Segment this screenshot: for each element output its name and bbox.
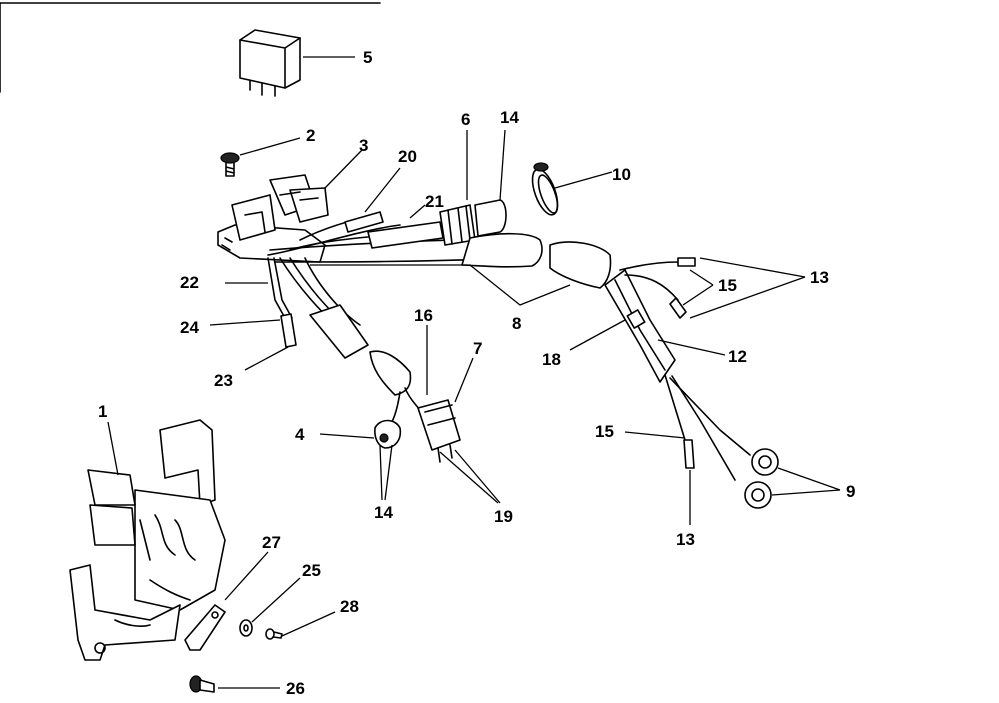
part-bracket-1	[69, 419, 226, 661]
part-screw-2	[220, 152, 240, 177]
part-connector-20-21	[344, 211, 444, 249]
part-terminal-block	[217, 174, 329, 263]
part-screw-28	[265, 628, 283, 640]
callout-3: 3	[359, 136, 368, 155]
callout-10: 10	[612, 165, 631, 184]
callout-16: 16	[414, 306, 433, 325]
callout-28: 28	[340, 597, 359, 616]
callout-13-bottom: 13	[676, 530, 695, 549]
callout-7: 7	[473, 339, 482, 358]
callout-14-top: 14	[500, 108, 519, 127]
callout-27: 27	[262, 533, 281, 552]
callout-1: 1	[98, 402, 107, 421]
callout-15-top: 15	[718, 276, 737, 295]
callout-21: 21	[425, 192, 444, 211]
part-grommet-plug	[439, 199, 507, 246]
callout-12: 12	[728, 347, 747, 366]
callout-23: 23	[214, 371, 233, 390]
part-sensor-group	[309, 304, 461, 463]
part-lower-branch-wires	[664, 374, 779, 509]
callout-2: 2	[306, 126, 315, 145]
callout-18: 18	[542, 350, 561, 369]
callout-25: 25	[302, 561, 321, 580]
callout-20: 20	[398, 147, 417, 166]
callout-4: 4	[295, 425, 305, 444]
callout-14-bottom: 14	[374, 503, 393, 522]
part-washer-25	[239, 619, 253, 637]
leader-lines	[107, 56, 841, 689]
part-clamp-10	[531, 162, 559, 216]
part-terminal-23-24	[280, 313, 297, 348]
part-bracket-27	[184, 604, 226, 651]
callout-9: 9	[846, 482, 855, 501]
part-main-harness-8	[461, 232, 612, 289]
frame-lines	[0, 2, 381, 93]
callout-6: 6	[461, 110, 470, 129]
callout-13-top: 13	[810, 268, 829, 287]
callout-5: 5	[363, 48, 372, 67]
part-bullet-connectors-top	[619, 257, 696, 319]
callout-19: 19	[494, 507, 513, 526]
callout-24: 24	[180, 318, 199, 337]
part-relay	[239, 29, 301, 97]
callout-26: 26	[286, 679, 305, 698]
part-branch-harness	[604, 269, 676, 383]
callout-22: 22	[180, 273, 199, 292]
callout-labels: 5 2 3 20 21 6 14 10 22 24 23 8 16 7 4 14…	[98, 48, 855, 698]
callout-8: 8	[512, 314, 521, 333]
part-bolt-26	[189, 675, 215, 693]
callout-15-bottom: 15	[595, 422, 614, 441]
